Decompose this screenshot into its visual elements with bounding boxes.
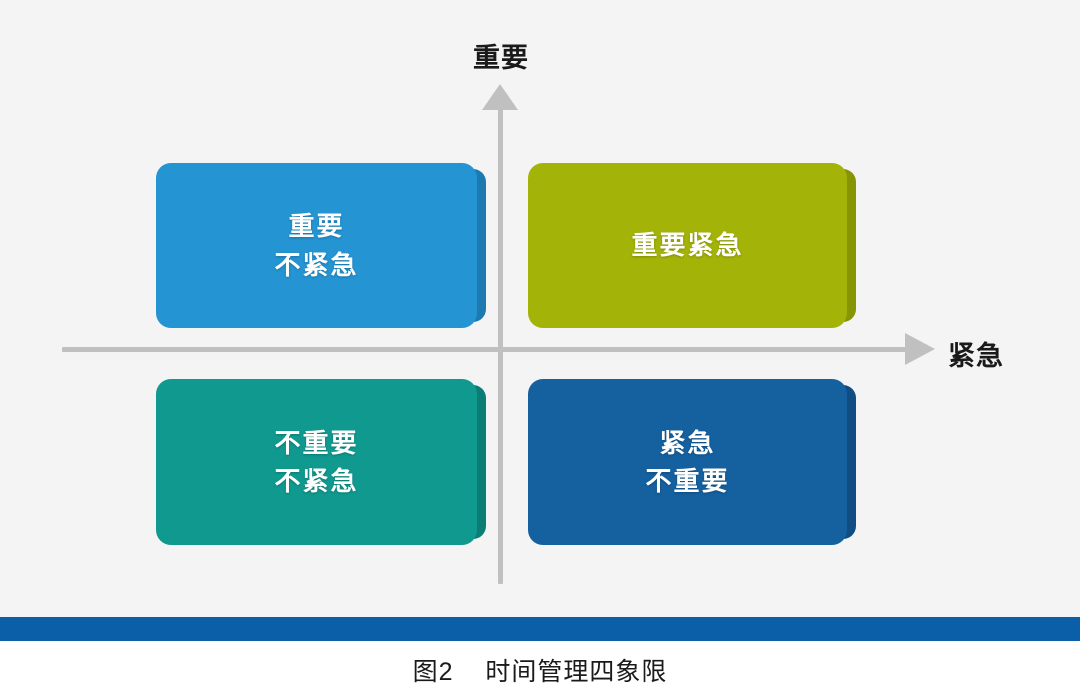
quadrant-important-not-urgent[interactable]: 重要 不紧急 [156,163,486,328]
quadrant-urgent-not-important[interactable]: 紧急 不重要 [528,379,856,545]
caption-area: 图2 时间管理四象限 [0,641,1080,699]
figure-caption: 图2 时间管理四象限 [412,658,668,686]
quadrant-label: 重要 不紧急 [274,211,359,280]
quadrant-label: 紧急 不重要 [645,427,730,496]
x-axis-label: 紧急 [948,341,1004,371]
y-axis-label: 重要 [473,43,529,73]
vertical-axis-line [498,100,503,584]
arrow-right-icon [905,333,935,365]
diagram-canvas: 重要 紧急 重要 不紧急 重要紧急 不重要 不紧急 紧急 不重要 [0,0,1080,617]
quadrant-face [528,379,847,545]
quadrant-face [528,163,847,328]
quadrant-not-important-not-urgent[interactable]: 不重要 不紧急 [156,379,486,545]
quadrant-important-urgent[interactable]: 重要紧急 [528,163,856,328]
quadrant-label: 重要紧急 [631,230,744,261]
quadrant-face [156,379,477,545]
quadrant-face [156,163,477,328]
horizontal-axis-line [62,347,910,352]
quadrant-label: 不重要 不紧急 [274,427,359,496]
blue-divider-rule [0,617,1080,641]
arrow-up-icon [482,84,518,110]
